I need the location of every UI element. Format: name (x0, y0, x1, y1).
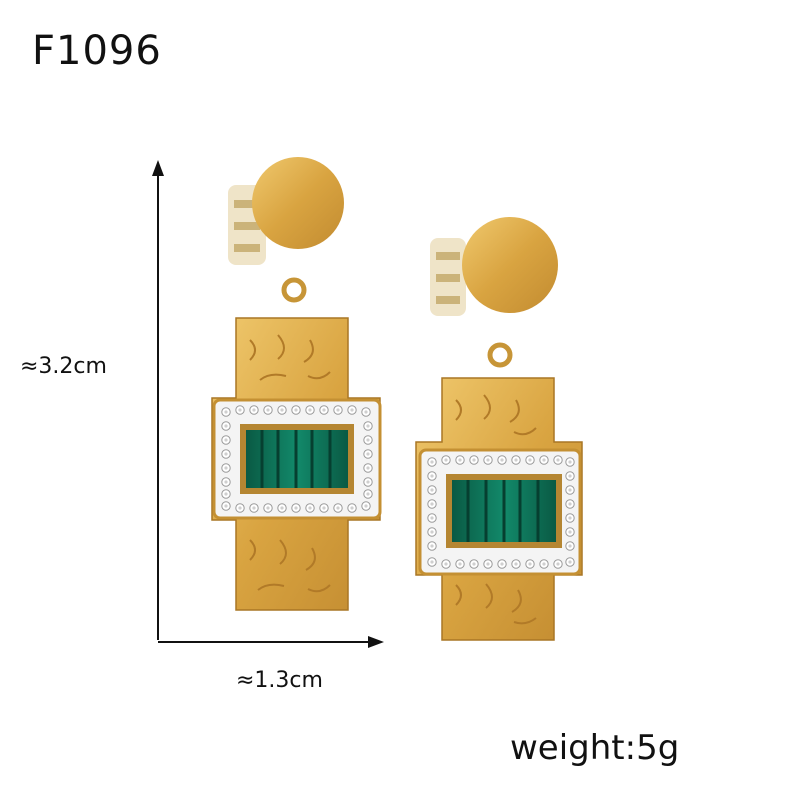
width-dimension-label: ≈1.3cm (236, 668, 323, 693)
left-earring (211, 157, 382, 611)
right-earring (415, 217, 583, 641)
weight-label: weight:5g (510, 728, 680, 768)
horizontal-dimension-arrow (158, 636, 384, 648)
height-dimension-label: ≈3.2cm (20, 354, 107, 379)
vertical-dimension-arrow (152, 160, 164, 640)
product-sku: F1096 (32, 28, 162, 74)
